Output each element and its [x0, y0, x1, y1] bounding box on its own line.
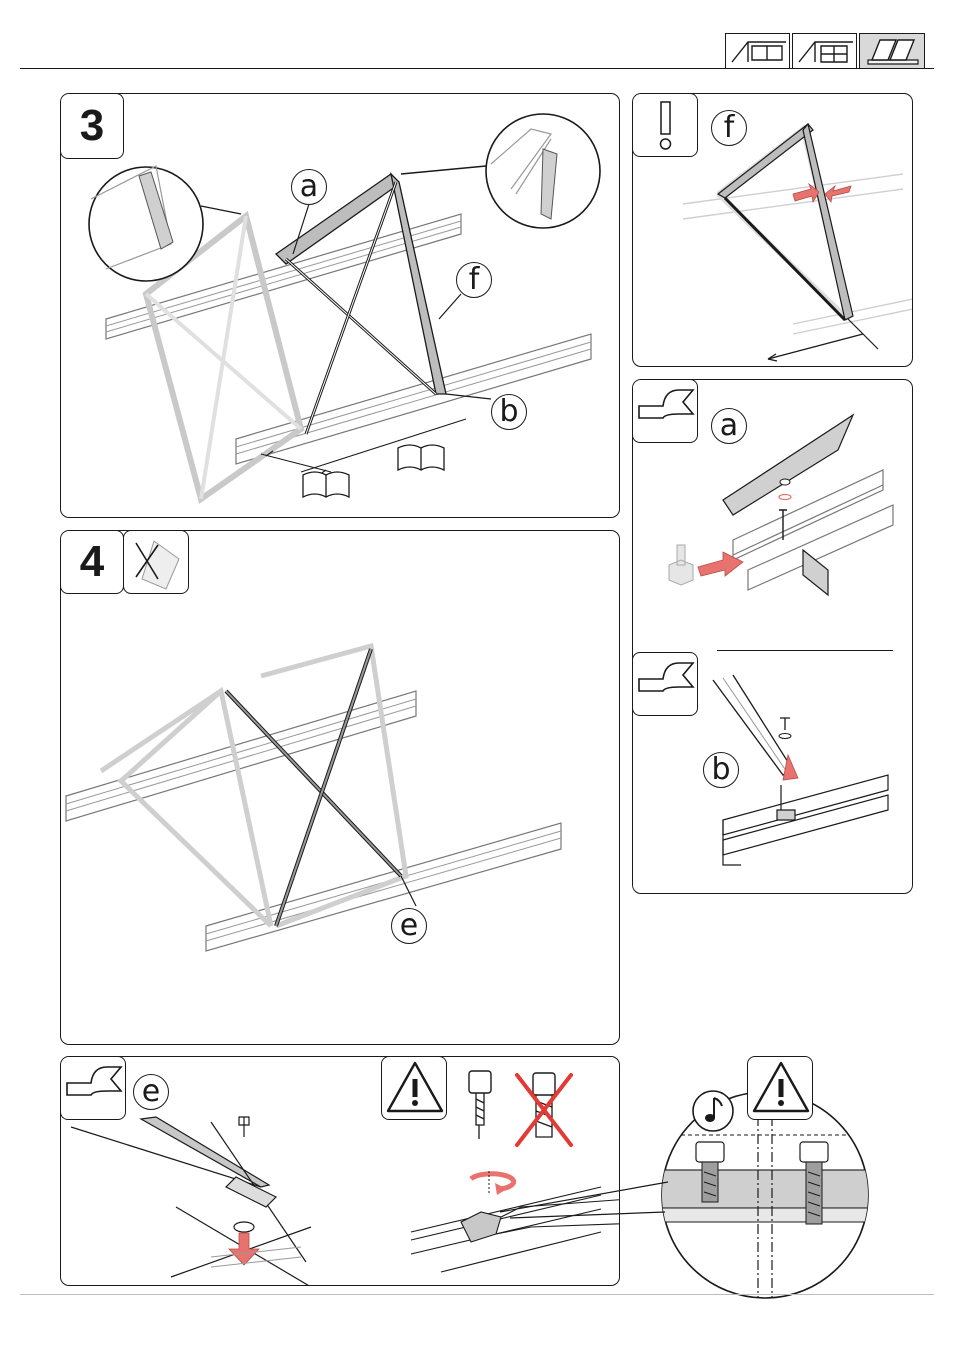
step-3-panel: 3 a f b: [60, 93, 620, 518]
rack-assembly-drawing: [61, 94, 620, 518]
warning-icon: [382, 1057, 448, 1121]
screw-icon: [463, 1069, 497, 1139]
roof-pitched-option[interactable]: [725, 33, 790, 69]
tilt-adjust-drawing: [633, 94, 913, 367]
footer-rule: [20, 1294, 934, 1295]
bracket-detail-a-drawing: [633, 380, 913, 650]
manual-book-icon: [396, 442, 446, 472]
label-e: e: [391, 908, 427, 944]
warning-tab: [381, 1056, 447, 1120]
detail-ab-panel: a b: [632, 379, 913, 894]
flat-roof-option[interactable]: [859, 33, 925, 69]
crossed-screw-icon: [509, 1067, 579, 1147]
detail-f-panel: f: [632, 93, 913, 367]
roof-pitched-icon: [726, 34, 791, 70]
bracket-detail-b-drawing: [633, 650, 913, 890]
warning-icon: [748, 1057, 814, 1121]
tnut-pointer-line: [500, 1180, 700, 1220]
flat-roof-icon: [860, 34, 926, 70]
manual-book-icon: [301, 469, 351, 499]
music-note-icon: [688, 1086, 738, 1136]
label-f: f: [456, 262, 492, 298]
step-4-panel: 4 e: [60, 530, 620, 1045]
roof-frame-option[interactable]: [792, 33, 857, 69]
roof-frame-icon: [793, 34, 858, 70]
frame-assembly-drawing: [61, 531, 620, 1045]
rail-clamp-drawing: [61, 1057, 381, 1286]
warning-tab: [747, 1056, 813, 1120]
label-a: a: [291, 169, 327, 205]
label-b: b: [491, 394, 527, 430]
detail-e-panel: e: [60, 1056, 620, 1286]
